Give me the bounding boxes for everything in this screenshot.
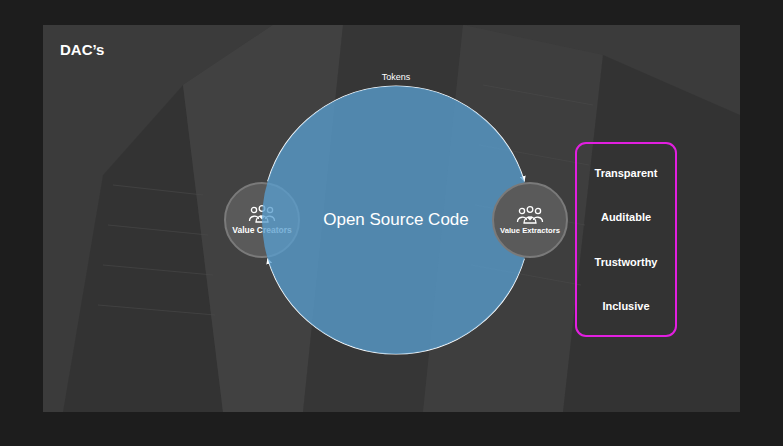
node-label: Trustworthy — [595, 255, 658, 269]
node-label: Transparent — [595, 166, 658, 180]
node-label: Open Source Code — [323, 210, 469, 230]
actor-circle: Value Extractors — [492, 182, 568, 258]
attribute-panel: TransparentAuditableTrustworthyInclusive — [575, 142, 677, 337]
edge-label: Tokens — [382, 72, 411, 83]
people-icon — [516, 205, 544, 225]
node-label: Inclusive — [602, 299, 649, 313]
slide-title: DAC’s — [60, 41, 104, 58]
node-label: Auditable — [601, 210, 651, 224]
code-circle: Open Source Code — [262, 86, 530, 354]
node-label: Value Extractors — [500, 227, 560, 235]
